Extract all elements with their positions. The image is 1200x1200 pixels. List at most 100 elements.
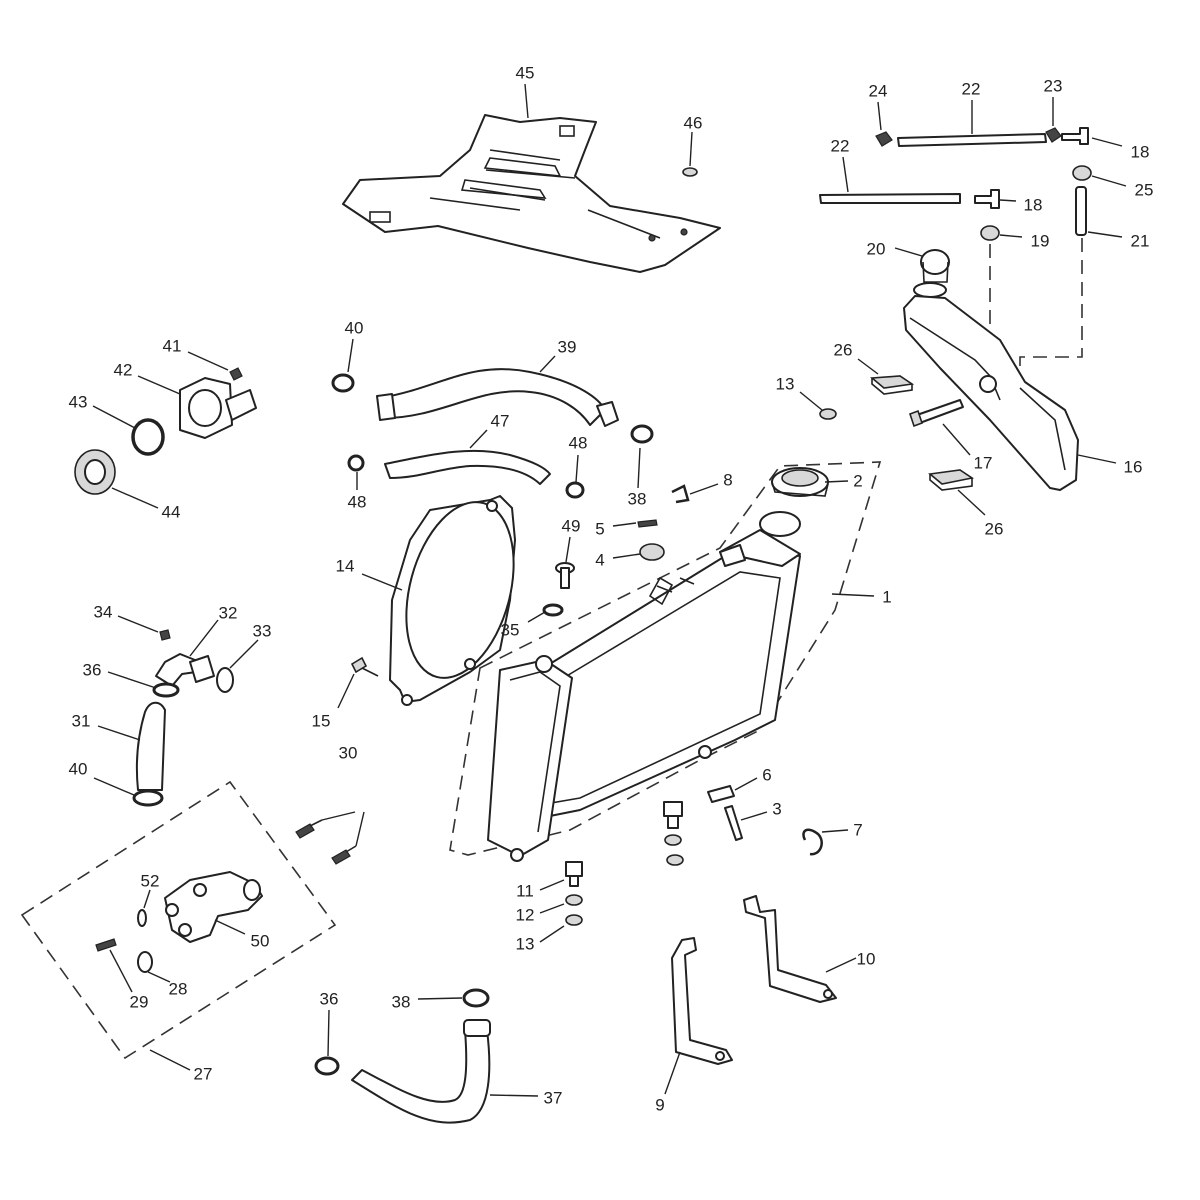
callout-23: 23 bbox=[1044, 76, 1063, 95]
callout-26: 26 bbox=[834, 340, 853, 359]
part-48-clip-left bbox=[347, 454, 365, 490]
callout-37: 37 bbox=[544, 1088, 563, 1107]
part-36-clip-left bbox=[107, 671, 180, 698]
part-42-thermostat-housing bbox=[137, 375, 257, 439]
callout-50: 50 bbox=[251, 931, 270, 950]
part-35-washer bbox=[527, 603, 564, 623]
callout-33: 33 bbox=[253, 621, 272, 640]
dash-outline-radiator-assembly bbox=[449, 461, 882, 856]
part-32-elbow bbox=[155, 619, 219, 687]
part-44-thermostat bbox=[74, 449, 159, 509]
part-23-pipe-clip bbox=[1045, 97, 1062, 143]
part-38-clip-lower bbox=[417, 988, 490, 1008]
callout-43: 43 bbox=[69, 392, 88, 411]
callout-19: 19 bbox=[1031, 231, 1050, 250]
part-24-pipe-clip bbox=[875, 101, 893, 147]
callout-48: 48 bbox=[569, 433, 588, 452]
callout-39: 39 bbox=[558, 337, 577, 356]
callout-21: 21 bbox=[1131, 231, 1150, 250]
callout-26: 26 bbox=[985, 519, 1004, 538]
callout-11: 11 bbox=[516, 881, 534, 900]
dash-outline-water-pump bbox=[20, 780, 337, 1060]
part-40-clip-lower bbox=[93, 777, 164, 807]
callout-12: 12 bbox=[516, 905, 535, 924]
callout-2: 2 bbox=[853, 471, 862, 490]
leader-27 bbox=[149, 1049, 191, 1071]
part-30-screws bbox=[295, 811, 365, 865]
dash-line-21-to-tank bbox=[1019, 238, 1083, 380]
callout-17: 17 bbox=[974, 453, 993, 472]
callout-44: 44 bbox=[162, 502, 181, 521]
callout-22: 22 bbox=[831, 136, 850, 155]
callout-5: 5 bbox=[595, 519, 604, 538]
part-12-washer bbox=[539, 894, 583, 914]
callout-16: 16 bbox=[1124, 457, 1143, 476]
part-22-breather-pipe-upper bbox=[897, 100, 1047, 147]
part-28-o-ring bbox=[137, 951, 171, 983]
callout-29: 29 bbox=[130, 992, 149, 1011]
callout-41: 41 bbox=[163, 336, 182, 355]
callout-24: 24 bbox=[869, 81, 888, 100]
part-4-grommet bbox=[612, 543, 665, 561]
part-3-bolt bbox=[724, 805, 768, 841]
part-1-radiator bbox=[487, 511, 875, 862]
callout-47: 47 bbox=[491, 411, 510, 430]
callout-52: 52 bbox=[141, 871, 160, 890]
callout-8: 8 bbox=[723, 470, 732, 489]
callout-10: 10 bbox=[857, 949, 876, 968]
part-41-screw bbox=[187, 351, 243, 381]
part-26-pad-lower bbox=[928, 469, 986, 516]
part-39-top-hose bbox=[376, 355, 619, 427]
callout-6: 6 bbox=[762, 765, 771, 784]
part-49-bolt bbox=[555, 536, 575, 589]
part-40-clip-upper bbox=[331, 338, 355, 393]
callout-46: 46 bbox=[684, 113, 703, 132]
part-52-o-ring bbox=[137, 889, 151, 927]
callout-32: 32 bbox=[219, 603, 238, 622]
part-7-clip bbox=[802, 828, 849, 856]
callout-35: 35 bbox=[501, 620, 520, 639]
callout-25: 25 bbox=[1135, 180, 1154, 199]
part-18-elbow-lower bbox=[974, 189, 1017, 209]
callout-3: 3 bbox=[772, 799, 781, 818]
part-17-bolt bbox=[908, 399, 971, 456]
part-15-bolt bbox=[337, 656, 379, 709]
part-37-bottom-hose bbox=[351, 1019, 539, 1124]
part-22-breather-pipe-lower bbox=[819, 156, 961, 204]
callout-22: 22 bbox=[962, 79, 981, 98]
callout-40: 40 bbox=[345, 318, 364, 337]
part-50-water-pump-housing bbox=[164, 871, 263, 943]
callout-13: 13 bbox=[516, 934, 535, 953]
part-45-undertray-panel bbox=[342, 83, 721, 273]
callout-4: 4 bbox=[595, 550, 604, 569]
callout-13: 13 bbox=[776, 374, 795, 393]
callout-9: 9 bbox=[655, 1095, 664, 1114]
callout-48: 48 bbox=[348, 492, 367, 511]
part-46-grommet bbox=[682, 131, 698, 177]
part-26-pad-upper bbox=[857, 358, 915, 395]
callout-15: 15 bbox=[312, 711, 331, 730]
bolt-with-washer-nut bbox=[663, 801, 684, 866]
callout-18: 18 bbox=[1024, 195, 1043, 214]
part-34-screw bbox=[117, 615, 171, 641]
callout-49: 49 bbox=[562, 516, 581, 535]
part-20-tank-filler-cap bbox=[894, 247, 950, 298]
part-13-nut-lower bbox=[539, 914, 583, 943]
part-43-o-ring bbox=[92, 405, 165, 456]
part-9-bracket bbox=[664, 937, 733, 1095]
callout-45: 45 bbox=[516, 63, 535, 82]
part-31-hose bbox=[97, 701, 166, 791]
part-5-spring bbox=[612, 519, 658, 528]
part-47-small-hose bbox=[384, 429, 551, 485]
part-2-radiator-cap bbox=[771, 467, 849, 497]
part-16-expansion-tank bbox=[903, 295, 1117, 491]
callout-31: 31 bbox=[72, 711, 91, 730]
callout-30: 30 bbox=[339, 743, 358, 762]
part-18-elbow-upper bbox=[1061, 127, 1123, 147]
callout-36: 36 bbox=[83, 660, 102, 679]
callout-38: 38 bbox=[628, 489, 647, 508]
callout-28: 28 bbox=[169, 979, 188, 998]
part-33-o-ring bbox=[216, 639, 259, 693]
